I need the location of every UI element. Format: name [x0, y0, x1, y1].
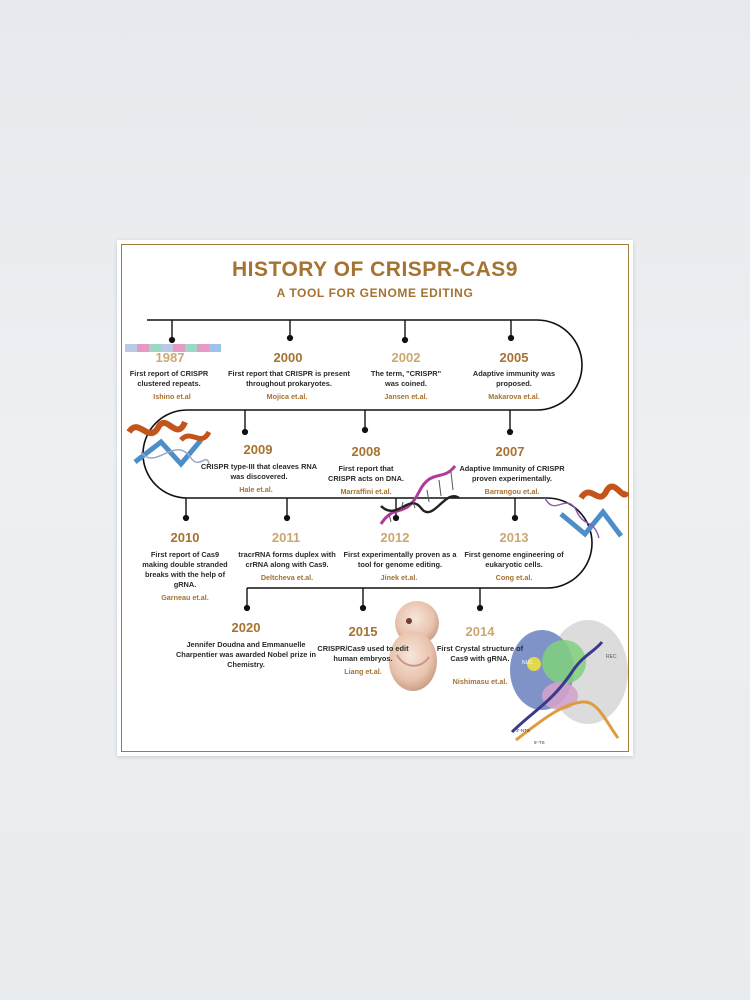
event-2013-ref: Cong et.al. — [495, 573, 533, 582]
poster-frame — [121, 244, 629, 752]
event-2010-ref: Garneau et.al. — [161, 593, 209, 602]
crispr-repeat-bar-icon — [125, 344, 221, 352]
poster-subtitle: A TOOL FOR GENOME EDITING — [276, 286, 474, 300]
event-2011-desc: tracrRNA forms duplex with crRNA along w… — [238, 550, 336, 569]
event-2008-desc: First report that CRISPR acts on DNA. — [328, 464, 404, 483]
event-2010-desc: First report of Cas9 making double stran… — [142, 550, 228, 589]
poster-title: HISTORY OF CRISPR-CAS9 — [232, 258, 518, 281]
event-2012-ref: Jinek et.al. — [380, 573, 418, 582]
event-2000-year: 2000 — [273, 350, 303, 365]
rec-label: REC — [606, 654, 617, 660]
event-2000-ref: Mojica et.al. — [266, 392, 308, 401]
event-2002-year: 2002 — [391, 350, 421, 365]
event-2015-desc: CRISPR/Cas9 used to edit human embryos. — [317, 644, 409, 663]
event-2013-year: 2013 — [499, 530, 529, 545]
event-2011-ref: Deltcheva et.al. — [260, 573, 314, 582]
event-2000-desc: First report that CRISPR is present thro… — [228, 369, 350, 388]
event-2008-ref: Marraffini et.al. — [340, 487, 392, 496]
event-2008-year: 2008 — [351, 444, 381, 459]
event-2012-desc: First experimentally proven as a tool fo… — [343, 550, 457, 569]
event-2020-desc: Jennifer Doudna and Emmanuelle Charpenti… — [175, 640, 317, 669]
event-2009-year: 2009 — [243, 442, 273, 457]
event-2007-desc: Adaptive Immunity of CRISPR proven exper… — [459, 464, 565, 483]
event-2005-year: 2005 — [499, 350, 529, 365]
event-2015-year: 2015 — [348, 624, 378, 639]
event-2002-ref: Jansen et.al. — [384, 392, 428, 401]
event-2014-year: 2014 — [465, 624, 495, 639]
event-2005-ref: Makarova et.al. — [488, 392, 540, 401]
event-2009-desc: CRISPR type-III that cleaves RNA was dis… — [200, 462, 318, 481]
event-2007-ref: Barrangou et.al. — [484, 487, 540, 496]
ts-label: 5'-TS — [534, 740, 545, 745]
event-2009-ref: Hale et.al. — [239, 485, 273, 494]
event-2013-desc: First genome engineering of eukaryotic c… — [464, 550, 564, 569]
event-1987-year: 1987 — [155, 350, 185, 365]
nuc-label: NUC — [522, 660, 533, 666]
event-1987-ref: Ishino et.al — [153, 392, 191, 401]
embryo-image — [389, 601, 439, 691]
event-2011-year: 2011 — [271, 530, 301, 545]
cas9-crystal-structure-image: NUC REC 3'-NTS 5'-TS — [510, 620, 628, 745]
event-2007-year: 2007 — [495, 444, 525, 459]
protein-structure-left-icon — [126, 419, 212, 468]
event-2014-desc: First Crystal structure of Cas9 with gRN… — [436, 644, 524, 663]
event-2005-desc: Adaptive immunity was proposed. — [472, 369, 556, 388]
event-2002-desc: The term, "CRISPR" was coined. — [370, 369, 442, 388]
poster: HISTORY OF CRISPR-CAS9 A TOOL FOR GENOME… — [117, 240, 633, 756]
event-1987-desc: First report of CRISPR clustered repeats… — [129, 369, 209, 388]
event-2014-ref: Nishimasu et.al. — [452, 677, 508, 686]
nts-label: 3'-NTS — [516, 728, 530, 733]
dna-helix-icon — [379, 465, 460, 525]
event-2010-year: 2010 — [170, 530, 200, 545]
event-2020-year: 2020 — [231, 620, 261, 635]
protein-structure-right-icon — [544, 483, 629, 539]
event-2012-year: 2012 — [380, 530, 410, 545]
event-2015-ref: Liang et.al. — [344, 667, 382, 676]
